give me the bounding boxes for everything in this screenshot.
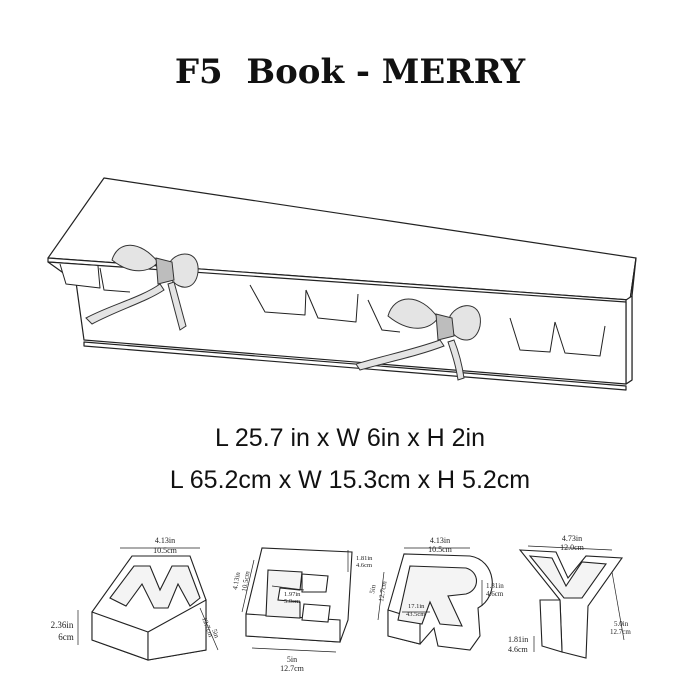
r-top-cm: 10.5cm [428,545,453,554]
e-inner-cm: 5.0cm [284,598,300,605]
dimensions-imperial: L 25.7 in x W 6in x H 2in [214,424,486,452]
y-top-cm: 12.0cm [560,543,585,552]
e-side-cm: 10.5cm [240,570,252,592]
r-inner-cm: 43.5cm [406,611,425,618]
y-top-in: 4.73in [562,534,582,543]
m-top-cm: 10.5cm [153,546,178,555]
e-side-in: 4.13in [231,571,242,590]
e-right-in: 1.81in [356,555,373,562]
y-right-cm: 12.7cm [610,628,631,636]
m-depth-in: 5in [210,628,221,640]
m-top-in: 4.13in [155,536,175,545]
e-bottom-cm: 12.7cm [280,664,305,673]
ribbon-bow-right [355,298,481,381]
e-right-cm: 4.6cm [356,562,372,569]
ribbon-bow-left [85,244,199,331]
y-left-in: 1.81in [508,635,528,644]
r-side-in: 5in [368,584,378,595]
e-inner-in: 1.97in [284,591,301,598]
letter-box-m [77,547,219,661]
r-inner-in: 17.1in [408,603,425,610]
letter-box-y [518,545,625,659]
page-title: F5 Book - MERRY [174,52,526,92]
y-right-in: 5.0in [614,620,629,628]
r-top-in: 4.13in [430,536,450,545]
letter-box-r [377,547,493,651]
y-left-cm: 4.6cm [508,645,529,654]
e-bottom-in: 5in [287,655,297,664]
r-right-cm: 4.6cm [486,590,504,598]
r-side-cm: 12.7cm [377,580,389,602]
letter-box-e [241,547,353,653]
m-left-in: 2.36in [51,620,74,630]
m-left-cm: 6cm [58,632,74,642]
r-right-in: 1.81in [486,582,504,590]
dimensions-metric: L 65.2cm x W 15.3cm x H 5.2cm [169,466,531,494]
